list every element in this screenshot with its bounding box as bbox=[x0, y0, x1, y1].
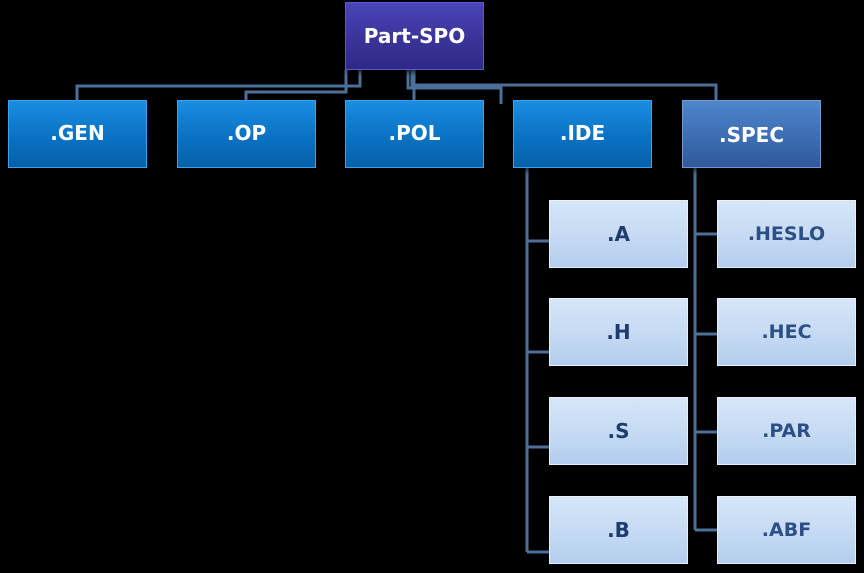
connector-root-gen bbox=[75, 70, 362, 100]
node-spec-abf-label: .ABF bbox=[761, 519, 812, 541]
node-ide: .IDE bbox=[513, 100, 652, 168]
node-gen-label: .GEN bbox=[50, 121, 105, 145]
node-op: .OP bbox=[177, 100, 316, 168]
root-node-part-spo: Part-SPO bbox=[345, 2, 484, 70]
node-spec-par: .PAR bbox=[717, 397, 856, 465]
node-ide-a-label: .A bbox=[606, 222, 631, 246]
node-ide-a: .A bbox=[549, 200, 688, 268]
node-spec-par-label: .PAR bbox=[762, 420, 811, 442]
node-spec-label: .SPEC bbox=[719, 123, 784, 147]
node-spec-abf: .ABF bbox=[717, 496, 856, 564]
node-ide-label: .IDE bbox=[559, 121, 606, 145]
node-pol-label: .POL bbox=[388, 121, 441, 145]
node-spec: .SPEC bbox=[682, 100, 821, 168]
node-ide-b-label: .B bbox=[607, 518, 630, 542]
node-op-label: .OP bbox=[226, 121, 267, 145]
node-ide-s-label: .S bbox=[607, 419, 630, 443]
node-ide-s: .S bbox=[549, 397, 688, 465]
root-node-label: Part-SPO bbox=[363, 24, 466, 48]
connector-root-op bbox=[244, 70, 348, 100]
node-pol: .POL bbox=[345, 100, 484, 168]
node-spec-heslo: .HESLO bbox=[717, 200, 856, 268]
node-spec-hec-label: .HEC bbox=[761, 321, 812, 343]
node-spec-hec: .HEC bbox=[717, 298, 856, 366]
connector-root-ide bbox=[406, 70, 503, 104]
connector-root-spec bbox=[410, 70, 718, 100]
node-gen: .GEN bbox=[8, 100, 147, 168]
node-ide-h: .H bbox=[549, 298, 688, 366]
node-spec-heslo-label: .HESLO bbox=[747, 223, 826, 245]
node-ide-b: .B bbox=[549, 496, 688, 564]
node-ide-h-label: .H bbox=[606, 320, 631, 344]
